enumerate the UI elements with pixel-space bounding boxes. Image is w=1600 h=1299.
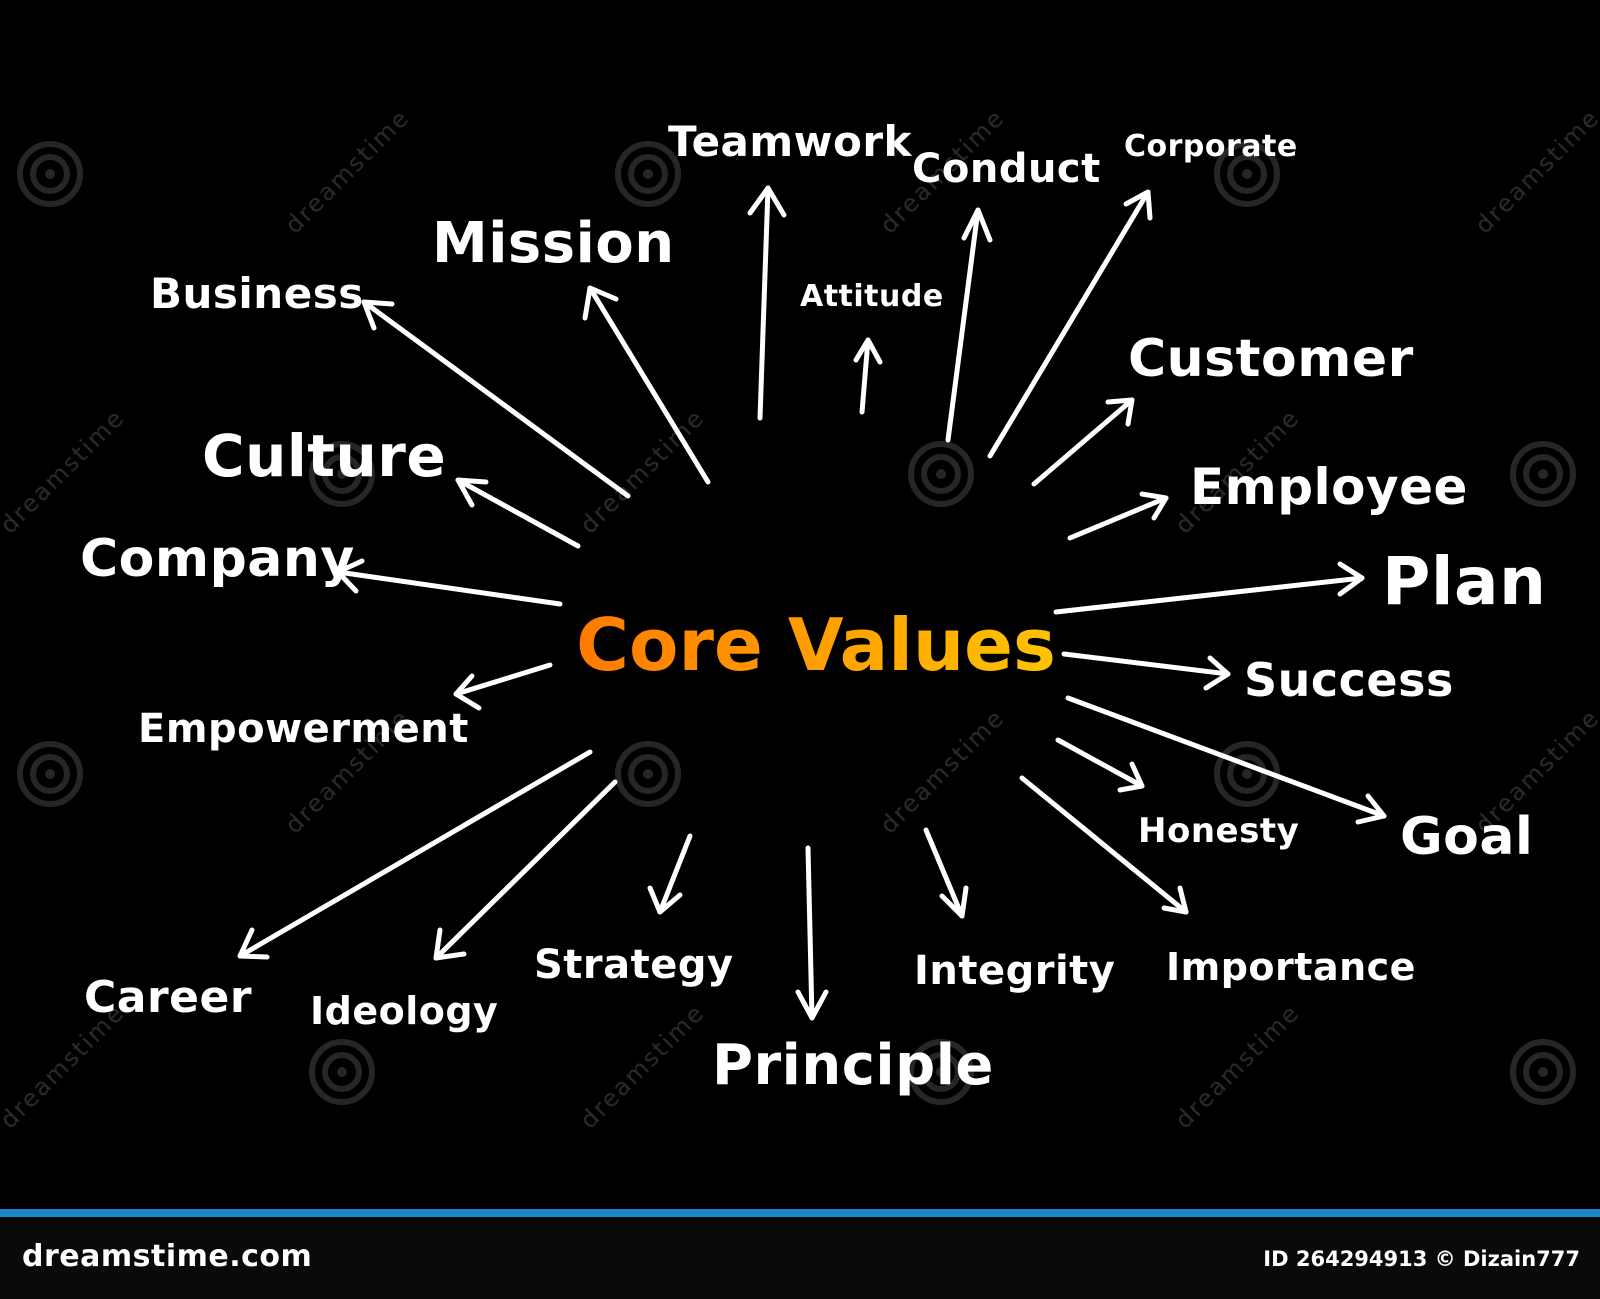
arrow-layer [237, 185, 1387, 1021]
term-teamwork: Teamwork [668, 117, 913, 166]
arrow-culture [455, 477, 581, 549]
watermark-logo-icon [618, 744, 678, 804]
term-principle: Principle [712, 1033, 994, 1098]
footer-accent-bar [0, 1209, 1600, 1217]
term-empowerment: Empowerment [138, 706, 469, 752]
arrow-importance [1019, 775, 1189, 915]
watermark-logo-icon [20, 744, 80, 804]
arrow-mission [582, 285, 711, 485]
watermark-text: dreamstime [1469, 103, 1600, 239]
term-importance: Importance [1166, 945, 1416, 989]
watermark-logo-icon [312, 1042, 372, 1102]
arrow-ideology [433, 779, 618, 961]
term-employee: Employee [1190, 458, 1468, 516]
term-strategy: Strategy [534, 942, 734, 988]
term-honesty: Honesty [1138, 811, 1299, 851]
arrow-success [1061, 651, 1231, 691]
term-success: Success [1244, 653, 1454, 707]
watermark-logo-icon [911, 444, 971, 504]
center-concept: Core Values [576, 603, 1056, 687]
arrow-conduct [945, 207, 993, 443]
arrow-strategy [647, 833, 693, 915]
term-customer: Customer [1128, 329, 1414, 389]
term-culture: Culture [202, 422, 446, 490]
watermark-text: dreamstime [1169, 998, 1305, 1134]
term-company: Company [80, 529, 355, 589]
footer-image-credit: ID 264294913 © Dizain777 [1263, 1247, 1580, 1271]
term-integrity: Integrity [914, 948, 1115, 994]
watermark-logo-icon [1513, 1042, 1573, 1102]
arrow-goal [1065, 695, 1387, 825]
arrow-attitude [853, 337, 883, 415]
term-business: Business [150, 269, 364, 318]
arrow-principle [795, 845, 829, 1021]
arrow-business [361, 299, 631, 499]
watermark-text: dreamstime [0, 403, 130, 539]
mind-map-diagram: dreamstime dreamstime dreamstime dreamst… [0, 103, 1600, 1134]
footer-site-name: dreamstime.com [22, 1239, 313, 1274]
watermark-text: dreamstime [874, 703, 1010, 839]
watermark-text: dreamstime [279, 103, 415, 239]
term-labels: Teamwork Mission Business Culture Compan… [80, 117, 1547, 1098]
arrow-empowerment [453, 662, 553, 711]
term-mission: Mission [432, 211, 675, 276]
arrow-plan [1053, 561, 1365, 615]
arrow-career [237, 749, 593, 960]
term-plan: Plan [1382, 543, 1547, 620]
arrow-customer [1031, 397, 1135, 487]
arrow-honesty [1055, 737, 1145, 793]
arrow-corporate [987, 189, 1153, 459]
footer: dreamstime.com ID 264294913 © Dizain777 [0, 1209, 1600, 1299]
term-conduct: Conduct [912, 146, 1101, 192]
arrow-company [335, 558, 563, 607]
term-corporate: Corporate [1124, 129, 1298, 164]
watermark-text: dreamstime [574, 998, 710, 1134]
arrow-employee [1067, 491, 1169, 541]
watermark-logo-icon [1513, 444, 1573, 504]
term-career: Career [84, 972, 252, 1023]
arrow-integrity [923, 827, 969, 919]
term-attitude: Attitude [800, 279, 944, 314]
term-ideology: Ideology [310, 989, 498, 1033]
watermark-logo-icon [20, 144, 80, 204]
arrow-teamwork [747, 185, 787, 421]
term-goal: Goal [1400, 807, 1533, 867]
